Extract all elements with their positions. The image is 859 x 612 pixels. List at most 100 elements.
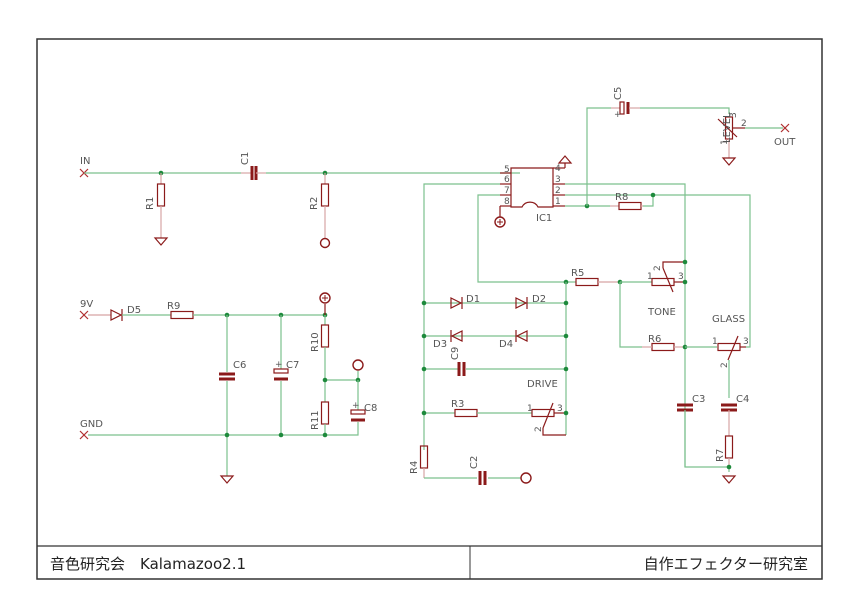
- gnd-port-x-icon[interactable]: [79, 430, 89, 440]
- junction: [322, 432, 328, 438]
- resistor-r1[interactable]: [156, 173, 166, 238]
- c4-label: C4: [736, 394, 749, 405]
- ground-icon: [219, 475, 235, 484]
- ground-icon: [153, 237, 169, 246]
- in-port-label: IN: [80, 156, 90, 167]
- drive-pin-2: 2: [534, 426, 544, 432]
- 9v-port-label: 9V: [80, 299, 93, 310]
- drive-pin-3: 3: [557, 404, 563, 414]
- diode-d5[interactable]: [110, 309, 123, 321]
- tone-pin-1: 1: [647, 272, 653, 282]
- junction: [563, 410, 569, 416]
- tone-pin-2: 2: [653, 265, 663, 271]
- capacitor-c5[interactable]: [611, 101, 640, 115]
- resistor-r11[interactable]: [320, 401, 330, 425]
- ic1-pin-7: 7: [504, 186, 510, 196]
- junction: [421, 333, 427, 339]
- ground-icon: [557, 155, 573, 164]
- r10-label: R10: [310, 332, 321, 352]
- sheet-frame: [36, 38, 823, 580]
- r4-label: R4: [409, 461, 420, 474]
- tone-pin-3: 3: [678, 272, 684, 282]
- diode-d4[interactable]: [515, 330, 528, 342]
- title-block-right: 自作エフェクター研究室: [644, 555, 808, 573]
- r11-label: R11: [310, 410, 321, 430]
- resistor-r10[interactable]: [320, 324, 330, 348]
- pot-glass[interactable]: [717, 335, 746, 361]
- out-port-x-icon[interactable]: [780, 123, 790, 133]
- capacitor-c9[interactable]: [457, 362, 466, 376]
- resistor-r7[interactable]: [724, 435, 734, 467]
- pot-level[interactable]: [717, 116, 745, 158]
- junction: [278, 432, 284, 438]
- junction: [421, 410, 427, 416]
- r5-label: R5: [571, 268, 584, 279]
- vref-icon: [520, 472, 532, 484]
- 9v-port-x-icon[interactable]: [79, 310, 89, 320]
- resistor-r8[interactable]: [610, 201, 643, 211]
- ic1-pin-5: 5: [504, 165, 510, 175]
- capacitor-c8[interactable]: [350, 409, 366, 422]
- pot-tone[interactable]: [651, 261, 685, 293]
- c3-label: C3: [692, 394, 705, 405]
- junction: [421, 366, 427, 372]
- ic1-opamp[interactable]: [500, 167, 565, 208]
- gnd-port-label: GND: [80, 419, 103, 430]
- level-label: LEVEL: [722, 112, 733, 143]
- r6-label: R6: [648, 334, 661, 345]
- r1-label: R1: [145, 197, 156, 210]
- diode-d2[interactable]: [515, 297, 528, 309]
- c9-label: C9: [450, 347, 461, 360]
- title-block-left: 音色研究会 Kalamazoo2.1: [50, 555, 246, 573]
- glass-pin-3: 3: [743, 337, 749, 347]
- glass-pin-1: 1: [712, 337, 718, 347]
- input-section: IN C1 R1 R2: [79, 152, 520, 249]
- resistor-r5[interactable]: [575, 277, 620, 287]
- junction: [563, 300, 569, 306]
- capacitor-c7[interactable]: [273, 368, 289, 381]
- c8-label: C8: [364, 403, 377, 414]
- capacitor-c6[interactable]: [219, 372, 235, 381]
- diode-d1[interactable]: [450, 297, 463, 309]
- c8-polarity: +: [352, 401, 360, 411]
- ic1-pin-1: 1: [555, 197, 561, 207]
- ic1-pin-8: 8: [504, 197, 510, 207]
- capacitor-c2[interactable]: [478, 471, 487, 485]
- r3-label: R3: [451, 399, 464, 410]
- resistor-r4[interactable]: [419, 445, 429, 478]
- d5-label: D5: [127, 305, 141, 316]
- capacitor-c4[interactable]: [721, 403, 737, 436]
- supply-plus-icon: [494, 216, 506, 228]
- supply-plus-icon: [319, 292, 331, 304]
- glass-pin-2: 2: [720, 362, 730, 368]
- level-pin-3: 3: [729, 112, 739, 118]
- ic1-pin-6: 6: [504, 175, 510, 185]
- junction: [682, 279, 688, 285]
- d2-label: D2: [532, 294, 546, 305]
- c7-polarity: +: [275, 360, 283, 370]
- junction: [421, 300, 427, 306]
- capacitor-c1[interactable]: [241, 166, 266, 180]
- out-port-label: OUT: [774, 137, 796, 148]
- c7-label: C7: [286, 360, 299, 371]
- junction: [563, 333, 569, 339]
- c6-label: C6: [233, 360, 246, 371]
- c2-label: C2: [469, 456, 480, 469]
- ic1-label: IC1: [536, 213, 552, 224]
- resistor-r2[interactable]: [320, 173, 330, 238]
- ground-icon: [721, 157, 737, 166]
- r2-label: R2: [309, 197, 320, 210]
- vref-icon: [352, 359, 364, 371]
- resistor-r9[interactable]: [170, 310, 194, 320]
- c1-label: C1: [240, 152, 251, 165]
- tone-label: TONE: [647, 307, 676, 318]
- resistor-r3[interactable]: [454, 408, 478, 418]
- c5-label: C5: [613, 87, 624, 100]
- junction: [224, 432, 230, 438]
- ic1-pin-2: 2: [555, 186, 561, 196]
- ic1-pin-4: 4: [555, 164, 561, 174]
- junction: [322, 377, 328, 383]
- junction: [726, 464, 732, 470]
- diode-d3[interactable]: [450, 330, 463, 342]
- r9-label: R9: [167, 301, 180, 312]
